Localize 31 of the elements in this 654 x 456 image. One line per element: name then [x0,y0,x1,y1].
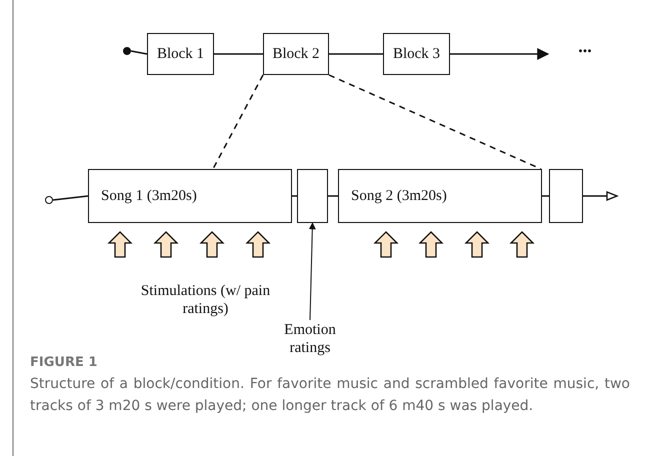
block-box [383,33,450,75]
connector-line [542,195,549,197]
figure-caption: Structure of a block/condition. For favorite music and scrambled favorite music, two tracks of 3 m20 s were played; one longer track of 6 m40 s was played. [30,375,630,416]
song-box [338,169,542,223]
song-box [88,169,292,223]
connector-line [328,195,338,197]
block-box [147,33,214,75]
box-label: Block 2 [272,46,320,62]
ellipsis: ... [577,36,593,58]
connector-line [329,53,383,55]
block-box [263,33,329,75]
start-circle [45,196,53,204]
rating-box [549,169,583,223]
connector-line [214,53,263,55]
rating-box [297,169,328,223]
dashed-connector [212,74,264,170]
box-label: Song 2 (3m20s) [351,188,447,204]
connector-line [52,195,88,201]
rating-label: Emotion ratings [283,321,337,357]
connector-line [130,50,148,55]
figure-number: FIGURE 1 [30,355,98,371]
connector-line [292,195,297,197]
leader-line [308,222,316,320]
arrow [583,191,618,201]
box-label: Block 1 [156,46,204,62]
arrow [450,48,550,60]
box-label: Song 1 (3m20s) [101,188,197,204]
stimulation-label: Stimulations (w/ pain ratings) [140,282,272,318]
box-label: Block 3 [392,46,440,62]
start-dot [123,47,131,55]
dashed-connector [328,74,542,170]
